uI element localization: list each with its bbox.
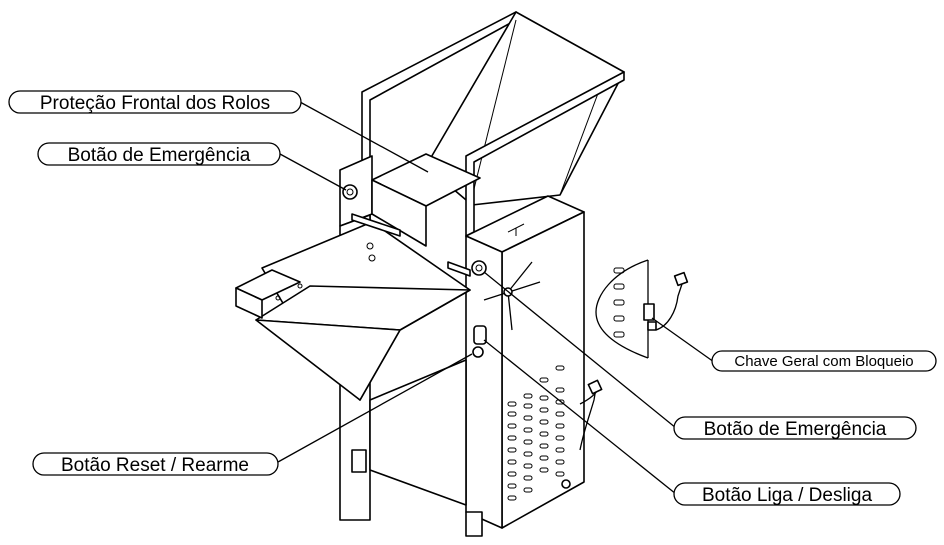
detail-curve: [595, 259, 649, 359]
on-off-switch-part: [473, 325, 487, 345]
ventilation-slots: [507, 365, 565, 501]
foot-left: [351, 449, 367, 473]
label-on-off-button: Botão Liga / Desliga: [702, 485, 872, 506]
right-cabinet-side: [501, 211, 585, 529]
base-frame: [369, 359, 467, 506]
callout-emergency-left: Botão de Emergência: [37, 142, 281, 166]
callout-front-roller-guard: Proteção Frontal dos Rolos: [8, 90, 302, 114]
leader-reset: [277, 353, 473, 463]
machine-illustration: [235, 11, 625, 537]
callout-main-switch: Chave Geral com Bloqueio: [711, 350, 937, 372]
right-cabinet-front: [465, 235, 503, 529]
label-reset-button: Botão Reset / Rearme: [61, 455, 249, 476]
leader-on-off: [483, 339, 677, 495]
main-switch-detail: [595, 259, 689, 359]
label-main-switch-lockout: Chave Geral com Bloqueio: [734, 353, 913, 370]
foot-front: [465, 511, 483, 537]
front-roller-guard-front: [371, 179, 427, 247]
callout-on-off: Botão Liga / Desliga: [673, 482, 901, 506]
detail-cable: [655, 283, 683, 331]
tray-chute-front: [235, 287, 263, 319]
leader-main-switch: [651, 317, 715, 363]
label-emergency-button-right: Botão de Emergência: [704, 419, 887, 440]
label-emergency-button-left: Botão de Emergência: [68, 145, 251, 166]
callout-emergency-right: Botão de Emergência: [673, 416, 917, 440]
main-switch-part: [643, 303, 655, 321]
emergency-button-left-part: [342, 184, 358, 200]
label-front-roller-guard: Proteção Frontal dos Rolos: [40, 93, 270, 114]
leader-emergency-left: [279, 153, 347, 191]
reset-button-part: [472, 346, 484, 358]
emergency-button-right-part: [471, 260, 487, 276]
callout-reset: Botão Reset / Rearme: [32, 452, 279, 476]
leader-emergency-right: [483, 271, 677, 429]
leader-front-guard: [299, 101, 429, 173]
tray-front: [255, 319, 401, 401]
leader-lines: [277, 101, 715, 495]
